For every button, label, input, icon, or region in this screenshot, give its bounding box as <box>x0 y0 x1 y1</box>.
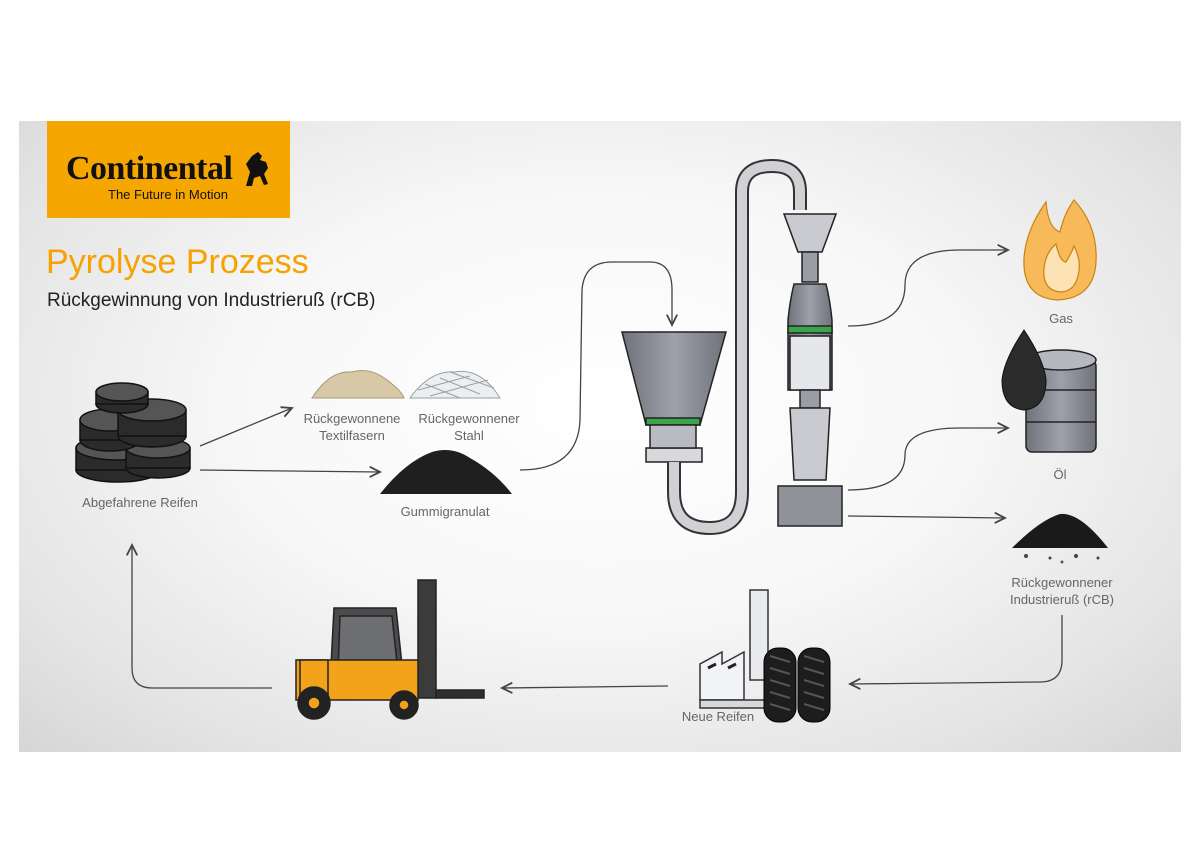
label-rcb: Rückgewonnener Industrieruß (rCB) <box>1009 575 1115 607</box>
page-title: Pyrolyse Prozess <box>46 243 309 281</box>
label-steel: Rückgewonnener Stahl <box>418 411 520 443</box>
arrow-to-gas <box>847 250 1008 327</box>
arrow-to-textile <box>199 408 292 447</box>
rubber-granulate-icon <box>380 450 512 494</box>
horse-logo-icon <box>246 152 268 186</box>
arrow-forklift-to-usedtires <box>132 545 272 689</box>
textile-fibers-icon <box>311 370 405 399</box>
arrow-newtires-to-forklift <box>502 686 669 688</box>
used-tires-icon <box>75 382 191 483</box>
gas-flame-icon <box>1023 199 1097 301</box>
carbon-black-icon <box>1012 513 1108 564</box>
forklift-icon <box>295 579 485 720</box>
steel-wire-icon <box>409 370 501 399</box>
flow-arrows <box>132 250 1063 689</box>
new-tires-icon <box>763 647 831 723</box>
page-subtitle: Rückgewinnung von Industrieruß (rCB) <box>47 290 376 311</box>
hopper-icon <box>621 331 727 463</box>
brand-name: Continental <box>66 150 233 187</box>
label-used-tires: Abgefahrene Reifen <box>82 495 198 510</box>
arrow-to-rcb <box>847 516 1005 518</box>
factory-icon <box>699 589 771 709</box>
arrow-to-rubber <box>199 470 380 472</box>
diagram-background <box>19 121 1181 752</box>
arrow-to-oil <box>847 428 1008 491</box>
label-textile-fibers: Rückgewonnene Textilfasern <box>303 411 401 443</box>
oil-drop-icon <box>1001 329 1047 411</box>
label-oil: Öl <box>1053 467 1067 482</box>
arrow-rcb-to-newtires <box>850 615 1063 684</box>
label-gas: Gas <box>1049 311 1073 326</box>
label-new-tires: Neue Reifen <box>681 709 755 724</box>
brand-tagline: The Future in Motion <box>108 187 228 202</box>
reactor-column-icon <box>777 213 843 527</box>
arrow-to-hopper <box>519 261 672 471</box>
label-rubber-granulate: Gummigranulat <box>400 504 490 519</box>
